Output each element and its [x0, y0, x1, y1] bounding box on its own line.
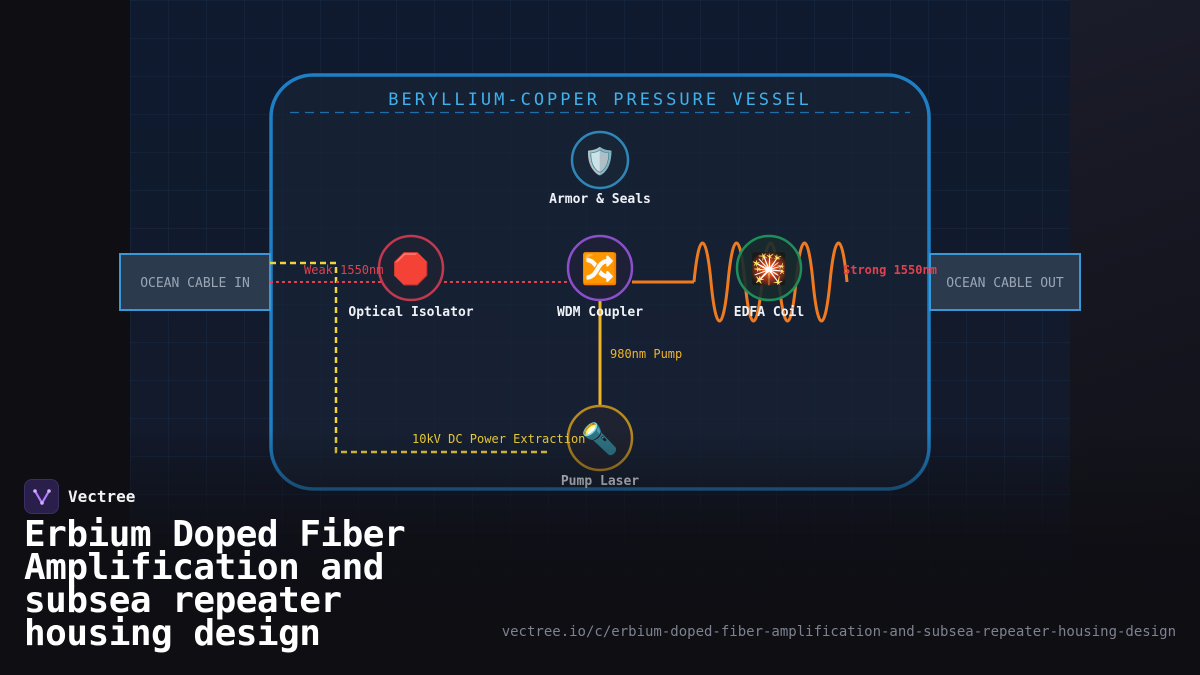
flashlight-icon: 🔦 — [581, 421, 618, 457]
weak-signal-label: Weak 1550nm — [304, 263, 383, 277]
pump-signal-label: 980nm Pump — [610, 347, 682, 361]
cable-out: OCEAN CABLE OUT — [929, 253, 1081, 311]
brand: Vectree — [24, 479, 135, 514]
armor-node: 🛡️ Armor & Seals — [549, 130, 651, 207]
edfa-node: 🎇 EDFA Coil — [734, 234, 804, 320]
cable-in-label: OCEAN CABLE IN — [140, 276, 250, 291]
isolator-label: Optical Isolator — [348, 305, 473, 320]
page-title: Erbium Doped Fiber Amplification and sub… — [24, 514, 406, 654]
power-label: 10kV DC Power Extraction — [412, 432, 585, 446]
armor-label: Armor & Seals — [549, 192, 651, 207]
vectree-logo-icon — [24, 479, 59, 514]
cable-in: OCEAN CABLE IN — [119, 253, 271, 311]
wdm-node-ring — [566, 234, 634, 302]
edfa-node-ring — [735, 234, 803, 302]
strong-signal-label: Strong 1550nm — [843, 263, 937, 277]
isolator-node-ring — [377, 234, 445, 302]
stop-sign-icon: 🛑 — [392, 251, 429, 287]
sparkler-icon: 🎇 — [750, 251, 787, 287]
edfa-label: EDFA Coil — [734, 305, 804, 320]
page-url[interactable]: vectree.io/c/erbium-doped-fiber-amplific… — [501, 624, 1176, 640]
pump-label: Pump Laser — [561, 474, 639, 489]
vessel-title: BERYLLIUM-COPPER PRESSURE VESSEL — [388, 90, 812, 110]
isolator-node: 🛑 Optical Isolator — [348, 234, 474, 320]
wdm-node: 🔀 WDM Coupler — [557, 234, 643, 320]
cable-out-label: OCEAN CABLE OUT — [946, 276, 1064, 291]
armor-node-ring — [570, 130, 630, 190]
brand-name: Vectree — [68, 487, 136, 506]
shuffle-icon: 🔀 — [581, 251, 618, 287]
shield-icon: 🛡️ — [584, 146, 616, 177]
wdm-label: WDM Coupler — [557, 305, 643, 320]
